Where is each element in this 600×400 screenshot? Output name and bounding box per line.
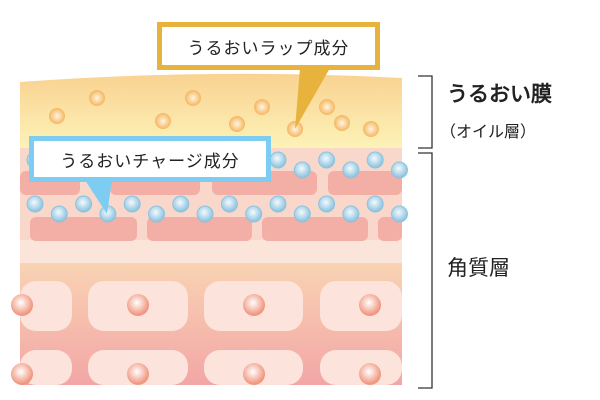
moisture-dot: [269, 195, 287, 213]
moisture-dot: [342, 161, 360, 179]
wrap-callout-pointer: [295, 68, 330, 129]
moisture-dot: [148, 205, 165, 223]
corneocyte-bar: [378, 217, 402, 241]
moisture-dot: [220, 195, 238, 213]
moisture-dot: [366, 151, 384, 169]
moisture-dot: [391, 205, 408, 223]
oil-dot: [185, 90, 201, 106]
corneocyte-bar: [30, 217, 137, 241]
oil-dot: [229, 116, 245, 132]
moisture-dot: [269, 151, 287, 169]
cell-nucleus: [359, 363, 381, 385]
charge-callout-pointer: [85, 180, 112, 214]
oil-dot: [319, 99, 335, 115]
cell-nucleus: [243, 363, 265, 385]
moisture-dot: [342, 205, 360, 223]
corneocyte-bar: [328, 171, 402, 195]
corneocyte-bar: [262, 217, 368, 241]
cell-nucleus: [359, 294, 381, 316]
cell: [20, 350, 72, 385]
cell-nucleus: [11, 363, 33, 385]
cell: [320, 350, 402, 385]
oil-dot: [254, 99, 270, 115]
oil-dot: [89, 90, 105, 106]
moisture-dot: [293, 161, 311, 179]
cell-nucleus: [127, 294, 149, 316]
oil-dot: [49, 108, 65, 124]
moisture-dot: [293, 205, 311, 223]
moisture-dot: [99, 205, 117, 223]
moisture-dot: [366, 195, 384, 213]
moisture-dot: [318, 151, 336, 169]
moisture-dot: [391, 161, 408, 179]
wrap-callout-label: うるおいラップ成分: [187, 38, 350, 59]
oil-dot: [155, 113, 171, 129]
bracket-stratum: [418, 152, 433, 389]
moisture-dot: [123, 195, 141, 213]
stratum-label: 角質層: [447, 256, 510, 280]
moisture-dot: [26, 195, 44, 213]
wrap-callout: うるおいラップ成分: [157, 22, 380, 70]
cell: [20, 281, 72, 331]
moisture-dot: [318, 195, 336, 213]
moisture-dot: [75, 195, 93, 213]
charge-callout: うるおいチャージ成分: [29, 136, 271, 182]
cell-nucleus: [243, 294, 265, 316]
cell-nucleus: [11, 294, 33, 316]
corneocyte-bar: [147, 217, 252, 241]
membrane-subtitle: （オイル層）: [440, 122, 537, 141]
moisture-dot: [172, 195, 190, 213]
oil-dot: [334, 115, 350, 131]
bracket-membrane: [418, 75, 433, 149]
oil-dot: [363, 121, 379, 137]
moisture-dot: [245, 205, 263, 223]
cell-nucleus: [127, 363, 149, 385]
charge-callout-label: うるおいチャージ成分: [60, 151, 240, 172]
moisture-dot: [50, 205, 68, 223]
membrane-title: うるおい膜: [447, 82, 552, 106]
moisture-dot: [196, 205, 214, 223]
